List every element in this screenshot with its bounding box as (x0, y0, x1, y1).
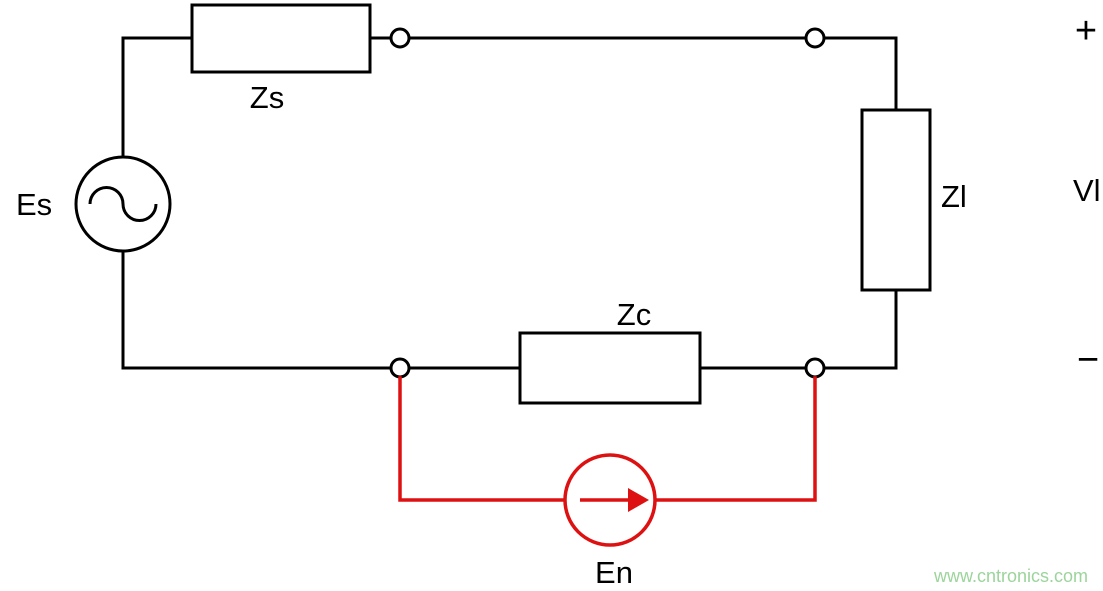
noise-wire-right (653, 376, 817, 502)
label-load-voltage-vl: Vl (1073, 173, 1101, 208)
label-noise-source-en: En (595, 555, 633, 590)
wire-node-top-right-to-zl (822, 36, 898, 112)
node-bottom-right (804, 357, 826, 379)
label-source-es: Es (16, 187, 52, 222)
wire-zl-to-node-bottom-right (822, 288, 898, 370)
label-impedance-zc: Zc (617, 297, 651, 332)
label-impedance-zs: Zs (250, 80, 284, 115)
wire-node-bottom-left-to-source (121, 249, 393, 370)
label-polarity-minus: − (1077, 339, 1099, 381)
node-bottom-left (389, 357, 411, 379)
node-top-right (804, 27, 826, 49)
impedance-zs-box (190, 3, 372, 74)
impedance-zl-box (860, 108, 932, 292)
label-impedance-zl: Zl (941, 179, 967, 214)
impedance-zc-box (518, 331, 702, 405)
wire-source-top-to-zs (121, 36, 194, 159)
noise-current-arrow-head-icon (628, 488, 649, 512)
watermark-text: www.cntronics.com (933, 566, 1088, 586)
label-polarity-plus: + (1075, 10, 1097, 52)
node-top-left (389, 27, 411, 49)
noise-wire-left (398, 376, 567, 502)
sine-wave-icon (88, 186, 158, 222)
